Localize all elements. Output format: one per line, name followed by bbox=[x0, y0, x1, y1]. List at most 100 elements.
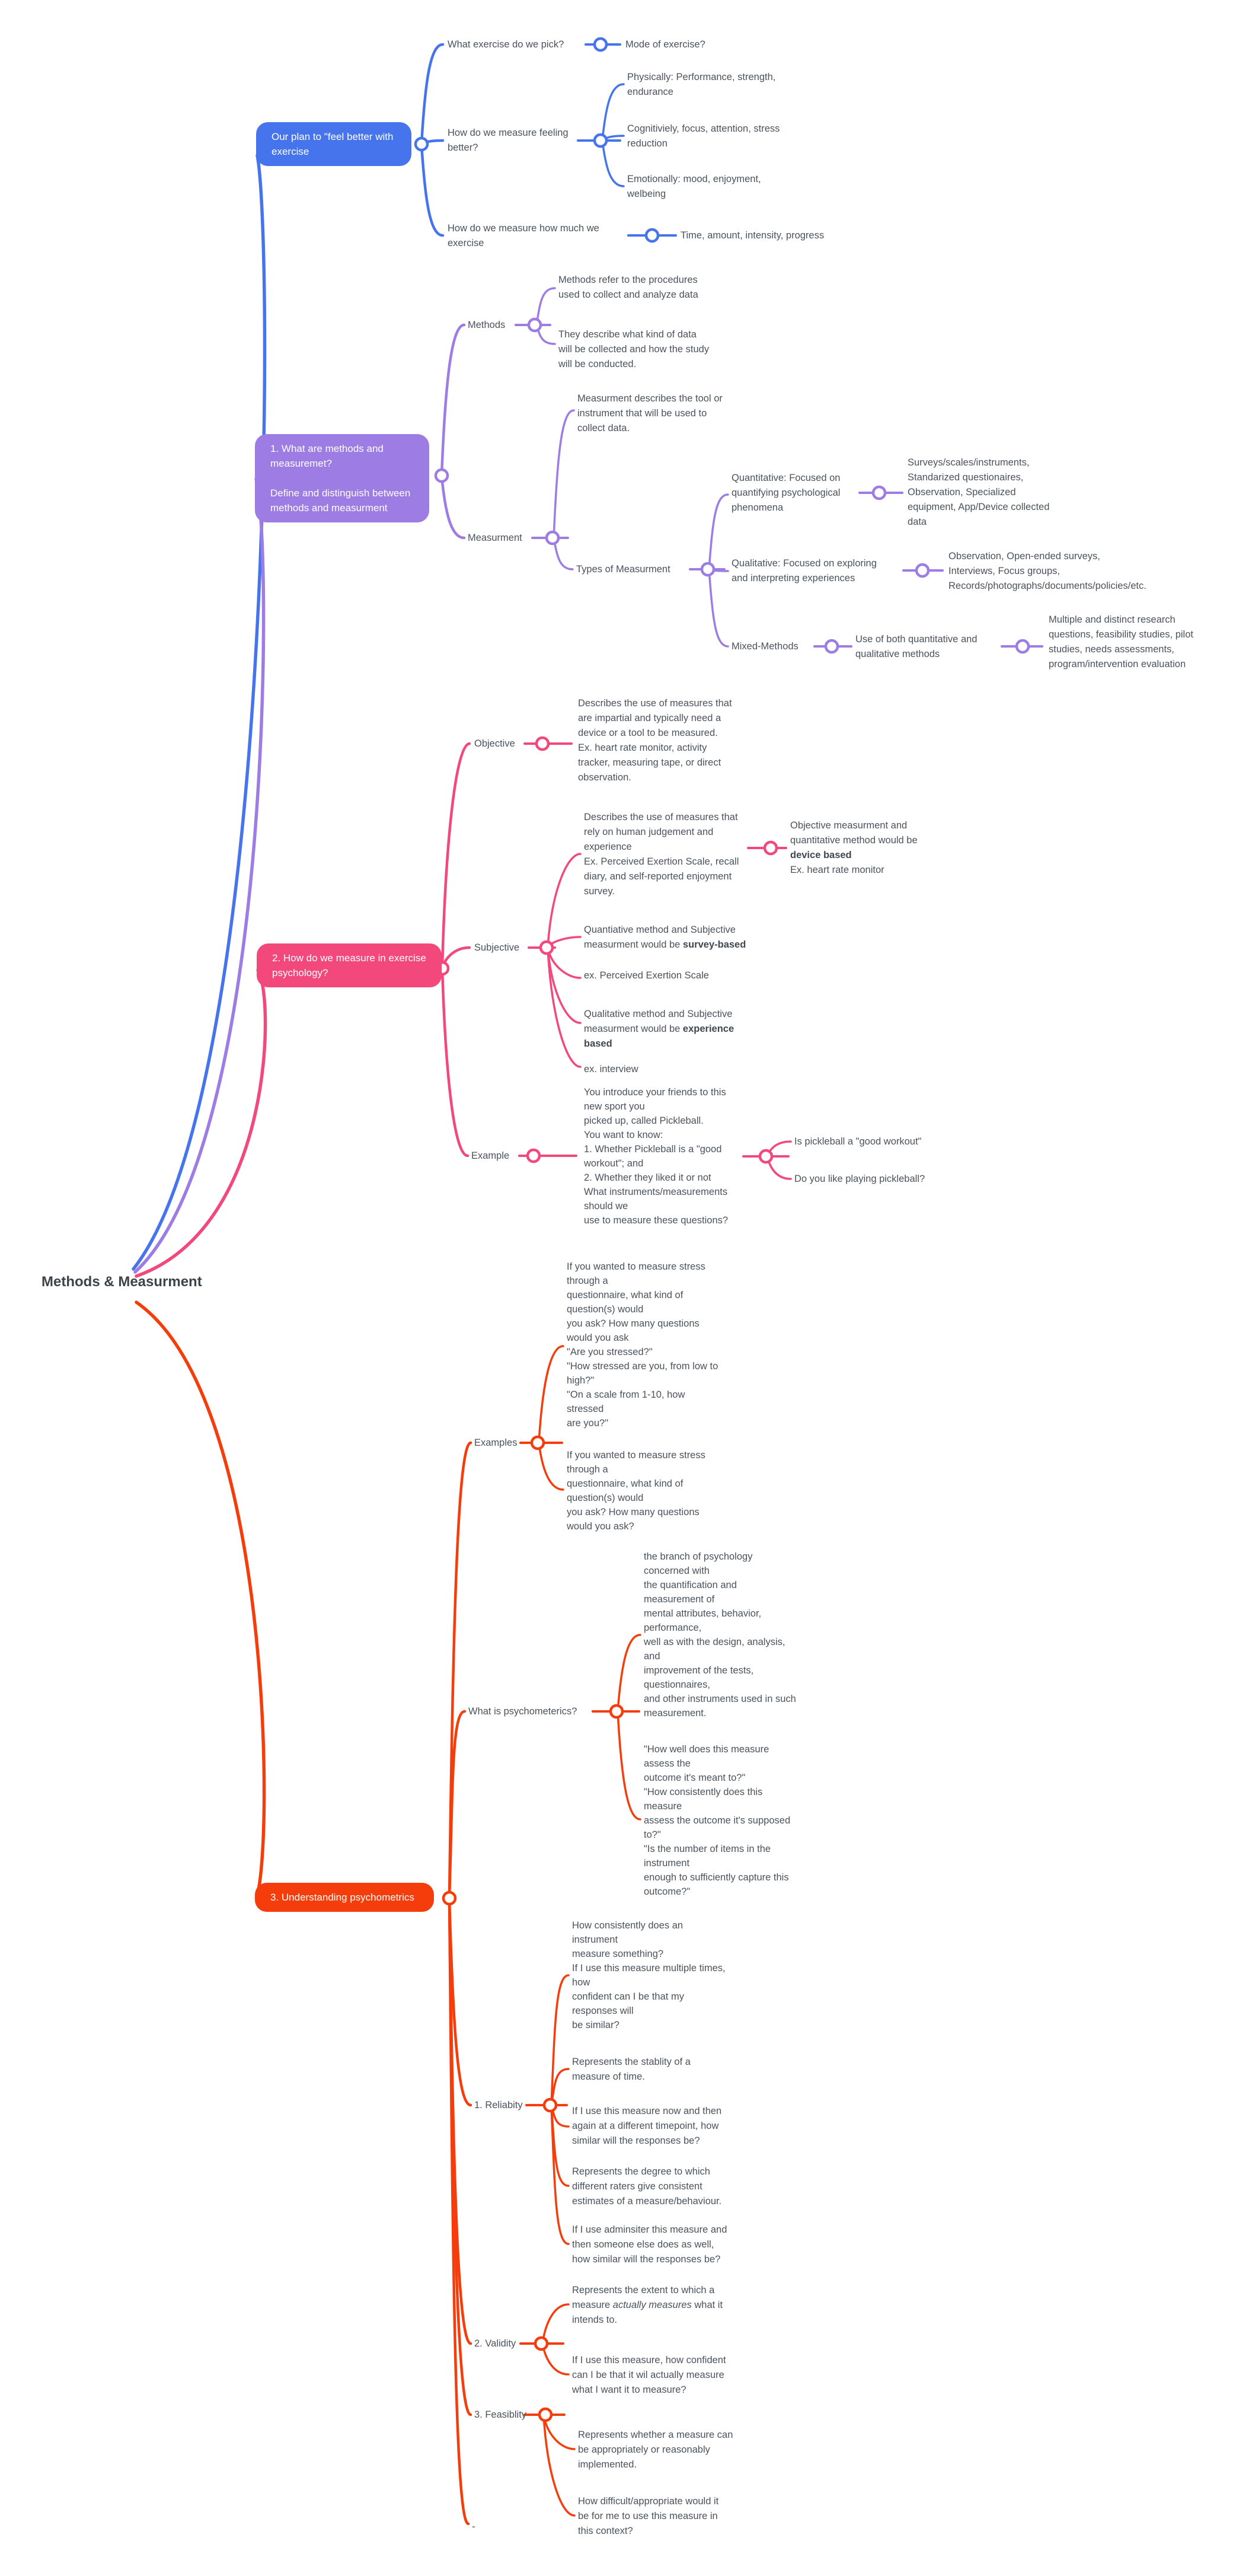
node-quantitative-tools[interactable]: Surveys/scales/instruments,Standarized q… bbox=[908, 457, 1050, 527]
node-empty-dash[interactable]: - bbox=[472, 2520, 475, 2532]
branch-curve-red bbox=[550, 1974, 570, 2106]
branch-curve-purple bbox=[552, 409, 575, 539]
branch-curve-pink bbox=[547, 946, 582, 1068]
node-subjective-qual-ex[interactable]: ex. interview bbox=[584, 1064, 638, 1075]
collapse-handle-icon[interactable] bbox=[758, 1149, 774, 1164]
node-emotionally[interactable]: Emotionally: mood, enjoyment,welbeing bbox=[627, 174, 761, 199]
collapse-handle-icon[interactable] bbox=[527, 317, 542, 333]
node-what-is-psychometerics[interactable]: What is psychometerics? bbox=[468, 1706, 577, 1717]
collapse-handle-icon[interactable] bbox=[593, 133, 608, 148]
branch-curve-red bbox=[617, 1634, 641, 1713]
node-objective-label[interactable]: Objective bbox=[474, 738, 515, 749]
branch-curve-red bbox=[617, 1710, 641, 1821]
collapse-handle-icon[interactable] bbox=[609, 1704, 624, 1719]
branch-curve-red bbox=[135, 1300, 266, 1898]
collapse-handle-icon[interactable] bbox=[535, 736, 550, 751]
node-measurment-label[interactable]: Measurment bbox=[468, 533, 522, 543]
node-what-exercise[interactable]: What exercise do we pick? bbox=[448, 39, 564, 50]
collapse-handle-icon[interactable] bbox=[534, 2336, 549, 2351]
node-mixed-methods[interactable]: Mixed-Methods bbox=[732, 641, 799, 652]
branch-curve-blue bbox=[420, 43, 445, 146]
collapse-handle-icon[interactable] bbox=[542, 2097, 558, 2113]
branch-curve-pink bbox=[135, 968, 267, 1278]
branch-curve-red bbox=[550, 2104, 570, 2245]
collapse-handle-icon[interactable] bbox=[539, 940, 554, 955]
collapse-handle-icon[interactable] bbox=[700, 562, 716, 577]
node-time-amount[interactable]: Time, amount, intensity, progress bbox=[681, 230, 825, 241]
node-examples-label[interactable]: Examples bbox=[474, 1437, 518, 1448]
branch-curve-blue bbox=[132, 154, 267, 1271]
collapse-handle-icon[interactable] bbox=[644, 228, 660, 243]
node-subjective-label[interactable]: Subjective bbox=[474, 942, 520, 953]
branch-curve-blue bbox=[601, 83, 625, 142]
collapse-handle-icon[interactable] bbox=[763, 840, 778, 856]
node-example-label[interactable]: Example bbox=[471, 1150, 510, 1161]
collapse-handle-icon[interactable] bbox=[824, 639, 839, 654]
branch-curve-pink bbox=[440, 967, 470, 1158]
collapse-handle-icon[interactable] bbox=[526, 1148, 541, 1163]
node-pickleball-q2[interactable]: Do you like playing pickleball? bbox=[794, 1174, 925, 1184]
node-mode-of-exercise[interactable]: Mode of exercise? bbox=[625, 39, 705, 50]
node-methods-label[interactable]: Methods bbox=[468, 320, 506, 330]
collapse-handle-icon[interactable] bbox=[414, 136, 429, 152]
collapse-handle-icon[interactable] bbox=[434, 468, 449, 483]
node-feasibility-label[interactable]: 3. Feasiblity bbox=[474, 2409, 527, 2420]
node-types-of-measurment[interactable]: Types of Measurment bbox=[576, 564, 670, 575]
collapse-handle-icon[interactable] bbox=[1015, 639, 1030, 654]
collapse-handle-icon[interactable] bbox=[442, 1890, 457, 1906]
node-reliability-label[interactable]: 1. Reliabity bbox=[474, 2100, 523, 2110]
node-subjective-quant-ex[interactable]: ex. Perceived Exertion Scale bbox=[584, 970, 709, 981]
node-qualitative-tools[interactable]: Observation, Open-ended surveys,Intervie… bbox=[948, 551, 1146, 591]
branch-curve-pink bbox=[547, 853, 582, 949]
branch-curve-blue bbox=[601, 139, 625, 187]
node-physically[interactable]: Physically: Performance, strength,endura… bbox=[627, 72, 776, 97]
collapse-handle-icon[interactable] bbox=[593, 37, 608, 52]
collapse-handle-icon[interactable] bbox=[915, 563, 930, 578]
branch-understanding-psychometrics[interactable]: 3. Understanding psychometrics bbox=[255, 1883, 434, 1912]
collapse-handle-icon[interactable] bbox=[545, 530, 560, 546]
branch-curve-red bbox=[538, 1345, 564, 1444]
collapse-handle-icon[interactable] bbox=[871, 485, 887, 500]
root-title[interactable]: Methods & Measurment bbox=[41, 1274, 202, 1290]
node-validity-label[interactable]: 2. Validity bbox=[474, 2338, 516, 2349]
collapse-handle-icon[interactable] bbox=[538, 2407, 553, 2422]
branch-curve-red bbox=[538, 1442, 564, 1491]
collapse-handle-icon[interactable] bbox=[530, 1435, 545, 1450]
branch-curve-purple bbox=[708, 493, 729, 570]
branch-curve-purple bbox=[708, 568, 729, 648]
node-pickleball-q1[interactable]: Is pickleball a "good workout" bbox=[794, 1136, 922, 1147]
branch-curve-pink bbox=[440, 742, 471, 970]
